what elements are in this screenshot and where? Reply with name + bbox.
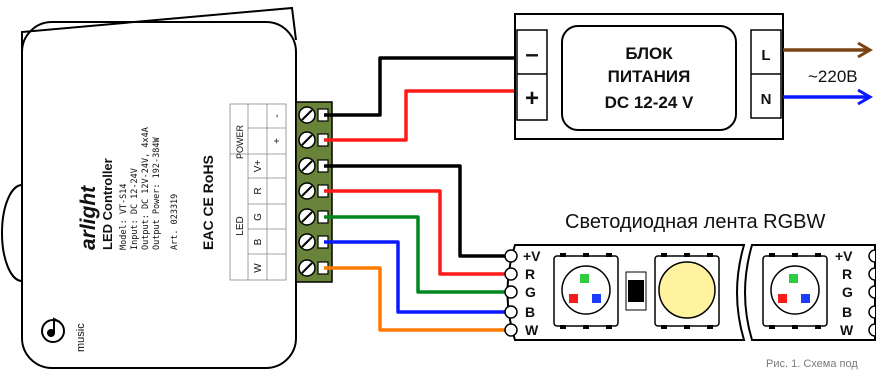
wire-b-blue [324,240,505,314]
music-label: music [75,323,87,352]
screw-slot [301,160,313,172]
terminal-label-plus: + [272,138,283,144]
group-power-label: POWER [235,125,245,160]
rgb-led-icon [762,253,828,329]
controller-top-edge [21,6,297,60]
screw-slot [301,109,313,121]
pin-label-w: W [525,322,539,338]
screw-slot [301,185,313,197]
psu-left-terminals [516,29,548,121]
pin-label-g: G [525,284,536,300]
terminal-label-b: B [253,238,264,245]
controller-output: Output: DC 12V-24V, 4x4A [141,127,151,250]
controller-side-knob [1,184,23,282]
wire-plus-red [324,89,515,142]
wire-r-red [324,189,505,276]
white-led-icon [654,253,720,329]
psu-title-line1: БЛОК [625,44,673,63]
arrow-n-icon [857,88,873,106]
controller-title: LED Controller [100,158,115,250]
led-controller: arlight LED Controller Model: VT-S14 Inp… [1,6,333,369]
psu-l-label: L [761,47,770,64]
strip-pads-right: +V R G B W [835,248,876,338]
controller-article: Art. 023319 [170,194,180,250]
mains-voltage-label: ~220B [808,67,858,86]
pin-label-g-right: G [842,284,853,300]
resistor-icon [625,271,647,311]
terminal-label-w: W [253,263,264,273]
controller-output-power: Output Power: 192-384W [152,137,162,250]
mains-wires: ~220B [783,41,873,106]
psu-minus-label: – [525,41,538,68]
terminal-label-r: R [253,187,264,194]
psu-n-label: N [761,91,772,108]
wires [324,56,515,332]
terminal-label-table: POWER LED W B G R V+ + - [229,103,287,281]
pin-label-b: B [525,304,535,320]
brand-logo: arlight [77,185,100,250]
arrow-l-icon [857,41,873,59]
psu-voltage-range: DC 12-24 V [605,93,694,112]
controller-model: Model: VT-S14 [119,183,129,250]
screw-slot [301,134,313,146]
strip-title: Светодиодная лента RGBW [565,211,825,233]
certification-marks: EAC CE RoHS [200,155,216,250]
pin-label-b-right: B [842,304,852,320]
pin-label-vplus: +V [523,248,541,264]
controller-label-block: arlight LED Controller Model: VT-S14 Inp… [77,127,216,250]
screw-slot [301,211,313,223]
controller-input: Input: DC 12-24V [130,168,140,250]
group-led-label: LED [235,216,246,235]
strip-pads-left: +V R G B W [504,248,541,338]
figure-caption: Рис. 1. Схема под [766,358,858,370]
screw-slot [301,262,313,274]
terminal-label-g: G [253,213,264,221]
terminal-label-minus: - [271,114,283,118]
music-icon [41,317,65,343]
rgb-led-icon [553,253,619,329]
wire-w-orange [324,266,505,332]
led-strip: +V R G B W [504,244,876,341]
wire-minus-black [324,56,515,117]
pin-label-r: R [525,266,535,282]
wire-g-green [324,215,505,294]
terminal-label-vplus: V+ [253,160,264,173]
power-supply: – + БЛОК ПИТАНИЯ DC 12-24 V L N [514,13,784,140]
pin-label-vplus-right: +V [835,248,853,264]
psu-plus-label: + [525,85,539,112]
pin-label-r-right: R [842,266,852,282]
screw-slot [301,236,313,248]
psu-title-line2: ПИТАНИЯ [608,67,691,86]
pin-label-w-right: W [840,322,854,338]
wire-vplus-black [324,164,505,258]
psu-label-panel [561,25,737,131]
